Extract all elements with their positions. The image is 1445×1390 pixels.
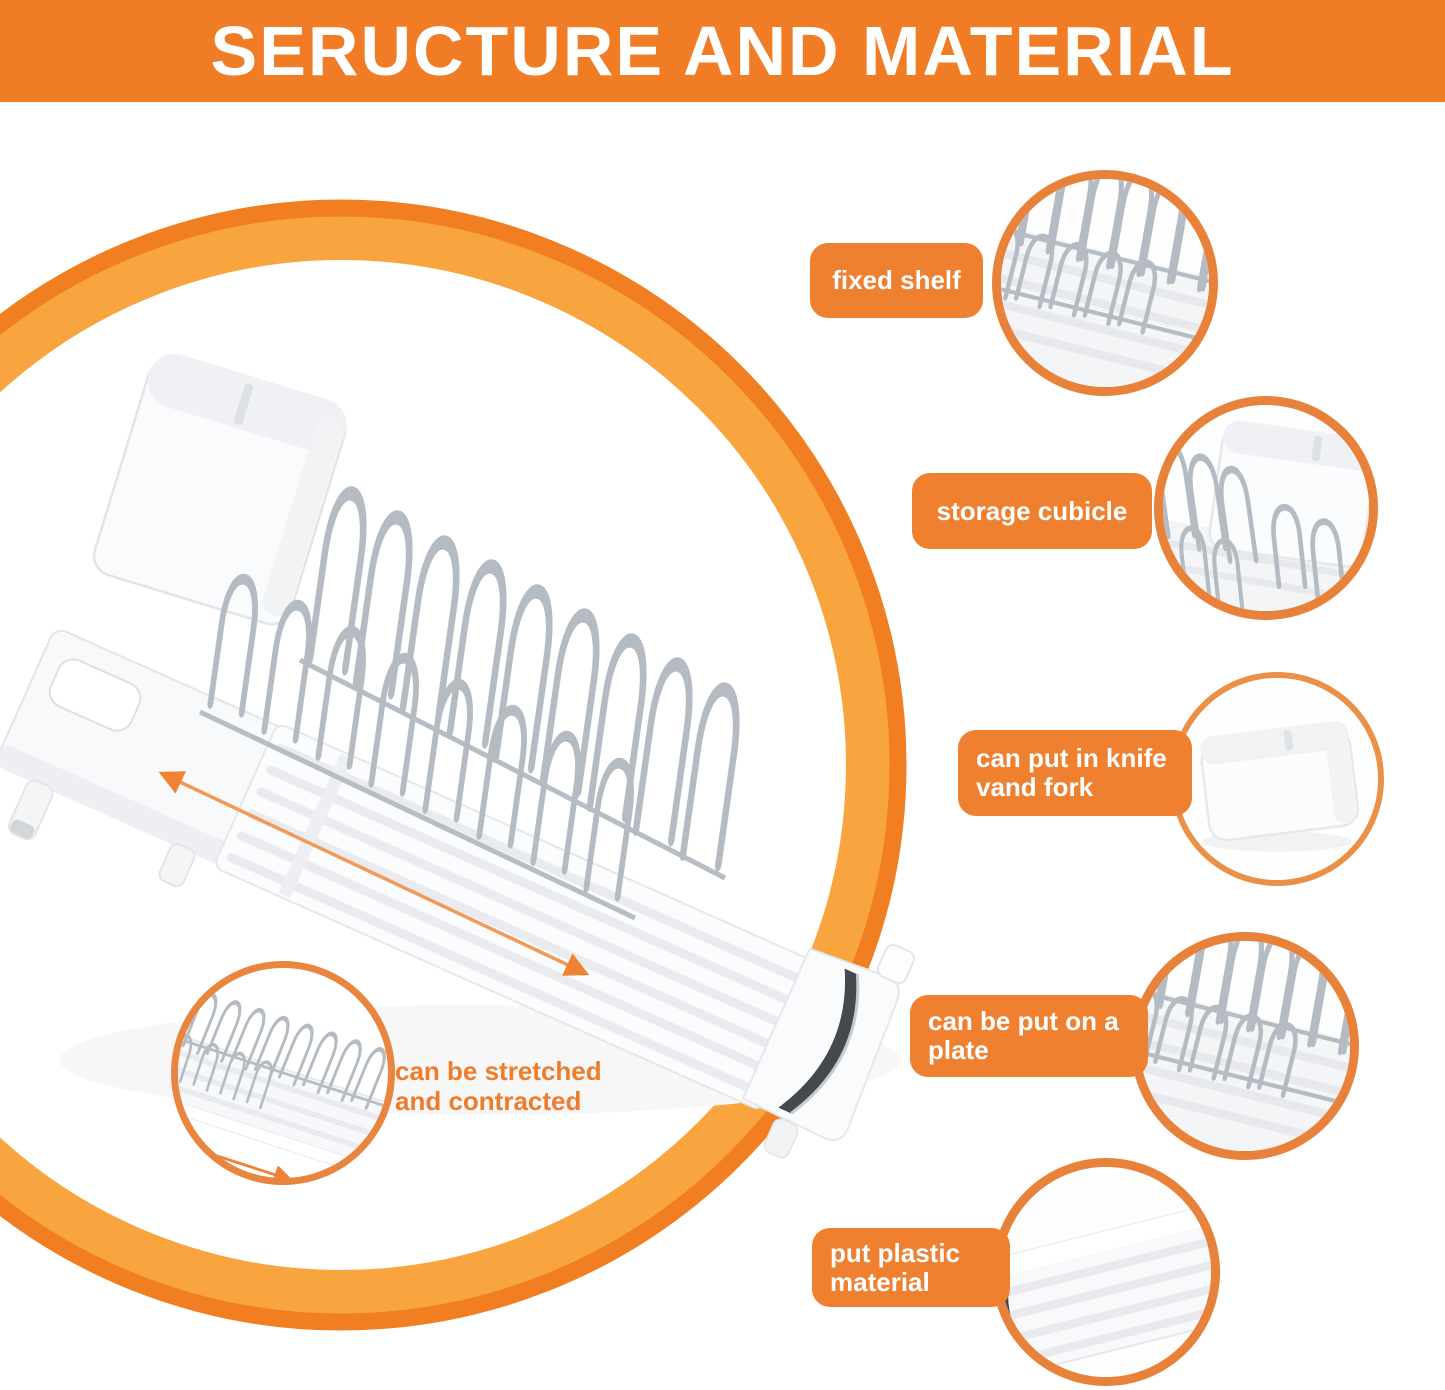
wire-rack <box>198 491 743 921</box>
header-banner: SERUCTURE AND MATERIAL <box>0 0 1445 102</box>
photo-plastic <box>992 1158 1220 1386</box>
callout-label-line1: can be put on a <box>928 1006 1119 1036</box>
cutlery-holder <box>92 353 347 626</box>
photo-knife-fork <box>1170 672 1384 886</box>
stretch-annotation: can be stretched and contracted <box>395 1056 602 1116</box>
rubber-grip <box>778 968 858 1114</box>
callout-label-line1: put plastic <box>830 1237 961 1268</box>
callout-storage-cubicle: storage cubicle <box>912 473 1152 549</box>
photo-stretch-demo <box>171 961 395 1185</box>
callout-label-line2: vand fork <box>976 772 1094 802</box>
callout-label-line2: material <box>830 1266 930 1297</box>
photo-plate <box>1131 932 1359 1160</box>
callout-label-line1: can put in knife <box>976 743 1167 773</box>
stretch-arrow-icon <box>158 771 590 976</box>
photo-fixed-shelf <box>992 170 1218 396</box>
callout-label: fixed shelf <box>832 265 961 295</box>
photo-storage-cubicle <box>1154 396 1378 620</box>
callout-plastic: put plastic material <box>812 1228 1010 1307</box>
callout-label-line2: plate <box>928 1035 989 1065</box>
stretch-annotation-line1: can be stretched <box>395 1056 602 1086</box>
callout-label: storage cubicle <box>936 495 1128 526</box>
tray-end-cap <box>741 947 900 1142</box>
callout-plate: can be put on a plate <box>910 995 1148 1077</box>
stretch-annotation-line2: and contracted <box>395 1086 582 1116</box>
callout-fixed-shelf: fixed shelf <box>810 243 983 318</box>
callout-knife-fork: can put in knife vand fork <box>958 730 1192 816</box>
page-title: SERUCTURE AND MATERIAL <box>210 12 1235 90</box>
